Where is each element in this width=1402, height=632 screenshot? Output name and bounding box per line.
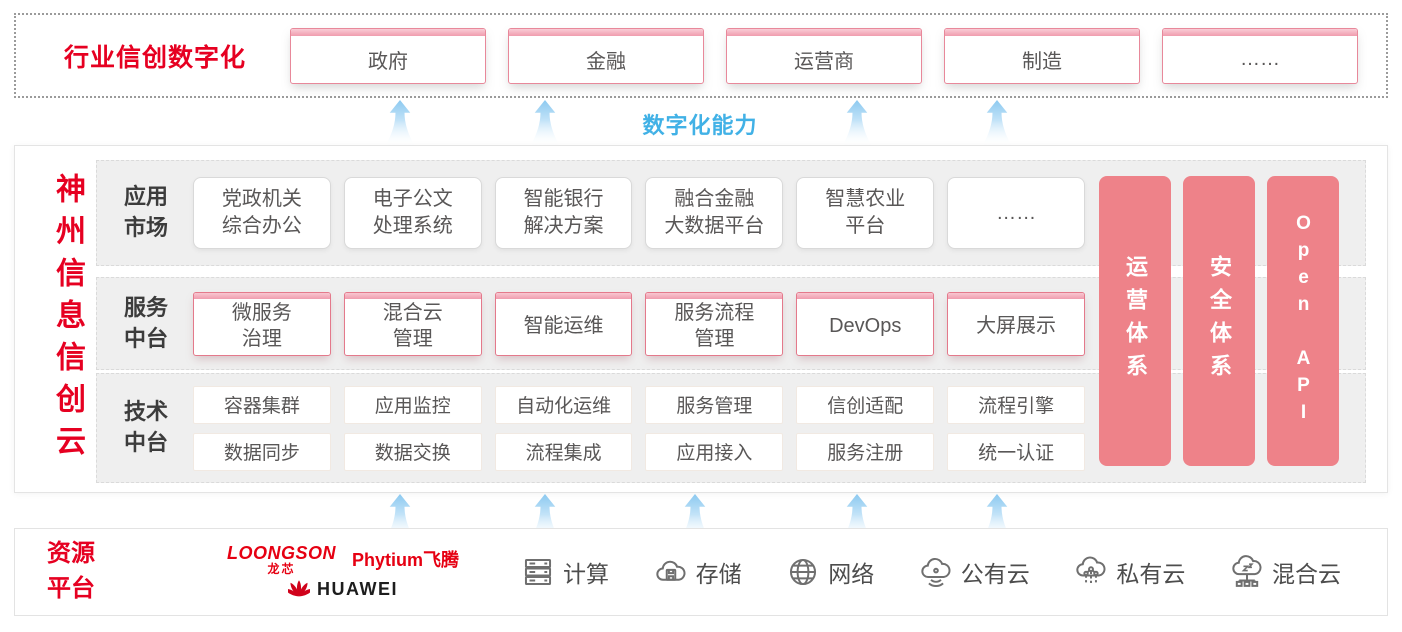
tech-box-service-registry: 服务注册 — [796, 432, 935, 471]
public-cloud-icon — [921, 557, 951, 588]
loongson-logo-cn: 龙芯 — [267, 562, 296, 576]
cloud-platform-title: 神州信息信创云 — [51, 173, 84, 467]
app-box-edoc-system: 电子公文 处理系统 — [343, 177, 482, 249]
resource-platform-panel: 资源 平台 LOONGSON 龙芯 Phytium飞腾 — [14, 528, 1388, 616]
phytium-logo-text: Phytium飞腾 — [352, 550, 460, 570]
svc-box-service-process-mgmt: 服务流程 管理 — [645, 291, 784, 356]
tech-box-data-sync: 数据同步 — [193, 432, 331, 471]
private-cloud-icon — [1076, 556, 1106, 584]
network-globe-icon — [790, 558, 817, 586]
compute-server-icon — [524, 558, 552, 586]
resource-item-label: 计算 — [563, 561, 609, 587]
layer-app-market-label: 应用 市场 — [123, 184, 168, 240]
app-box-smart-agriculture: 智慧农业 平台 — [796, 177, 935, 249]
loongson-logo-text: LOONGSON — [226, 543, 336, 563]
sector-row: 政府 金融 运营商 制造 …… — [290, 27, 1358, 84]
vendor-logos-bottom: HUAWEI — [288, 578, 398, 600]
resource-item-label: 存储 — [695, 561, 742, 587]
tech-box-process-engine: 流程引擎 — [947, 385, 1085, 424]
industry-band: 行业信创数字化 政府 金融 运营商 制造 …… — [14, 13, 1388, 98]
layer-tech-platform-label: 技术 中台 — [123, 399, 168, 455]
tech-grid-top: 容器集群 应用监控 自动化运维 服务管理 信创适配 流程引擎 — [193, 385, 1085, 424]
pillar-operation-system: 运营体系 — [1099, 176, 1171, 466]
layer-app-market: 应用 市场 党政机关 综合办公 电子公文 处理系统 智能银行 解决方案 融合金融… — [96, 160, 1366, 266]
tech-box-data-exchange: 数据交换 — [343, 432, 482, 471]
svc-box-intelligent-ops: 智能运维 — [494, 291, 633, 356]
resource-platform-label: 资源 平台 — [47, 540, 95, 602]
up-arrow-icon — [978, 100, 1016, 146]
resource-item-storage: 存储 — [654, 555, 742, 589]
layer-tech-platform: 技术 中台 容器集群 应用监控 自动化运维 服务管理 信创适配 流程引擎 数据同… — [96, 373, 1366, 483]
hybrid-cloud-icon — [1232, 555, 1262, 587]
sector-box-more: …… — [1162, 27, 1358, 84]
storage-cloud-icon — [655, 560, 686, 581]
sector-box-operator: 运营商 — [726, 27, 922, 84]
resource-item-hybrid-cloud: 混合云 — [1230, 555, 1341, 589]
resource-item-network: 网络 — [786, 555, 874, 589]
resource-item-label: 私有云 — [1116, 561, 1186, 587]
resource-item-private-cloud: 私有云 — [1074, 555, 1185, 589]
tech-box-app-access: 应用接入 — [645, 432, 784, 471]
loongson-logo: LOONGSON 龙芯 — [227, 544, 336, 575]
huawei-logo-text: HUAWEI — [317, 578, 398, 599]
svc-box-hybrid-cloud-mgmt: 混合云 管理 — [343, 291, 482, 356]
tech-box-unified-auth: 统一认证 — [947, 432, 1085, 471]
tech-box-xinchuang-adaptation: 信创适配 — [796, 385, 935, 424]
service-platform-boxes: 微服务 治理 混合云 管理 智能运维 服务流程 管理 DevOps 大屏展示 — [193, 291, 1085, 356]
app-market-boxes: 党政机关 综合办公 电子公文 处理系统 智能银行 解决方案 融合金融 大数据平台… — [193, 177, 1085, 249]
svc-box-devops: DevOps — [796, 291, 935, 356]
layer-service-platform: 服务 中台 微服务 治理 混合云 管理 智能运维 服务流程 管理 DevOps … — [96, 277, 1366, 370]
pillar-open-api: Open API — [1267, 176, 1339, 466]
resource-item-label: 混合云 — [1271, 561, 1341, 587]
sector-box-manufacturing: 制造 — [944, 27, 1140, 84]
pillar-security-system: 安全体系 — [1183, 176, 1255, 466]
tech-grid-bottom: 数据同步 数据交换 流程集成 应用接入 服务注册 统一认证 — [193, 432, 1085, 471]
tech-platform-boxes: 容器集群 应用监控 自动化运维 服务管理 信创适配 流程引擎 数据同步 数据交换… — [193, 385, 1085, 471]
app-box-finance-bigdata: 融合金融 大数据平台 — [645, 177, 784, 249]
up-arrow-icon — [838, 100, 876, 146]
cloud-platform-panel: 神州信息信创云 应用 市场 党政机关 综合办公 电子公文 处理系统 智能银行 解… — [14, 145, 1388, 493]
huawei-flower-icon — [288, 580, 310, 597]
layer-service-platform-label: 服务 中台 — [123, 294, 168, 351]
app-box-gov-office: 党政机关 综合办公 — [193, 177, 331, 249]
tech-box-container-cluster: 容器集群 — [193, 385, 331, 424]
resource-item-label: 公有云 — [960, 561, 1030, 587]
up-arrow-icon — [526, 100, 564, 146]
sector-box-government: 政府 — [290, 27, 486, 84]
resource-item-public-cloud: 公有云 — [919, 555, 1030, 589]
resource-item-label: 网络 — [828, 561, 875, 587]
capability-label: 数字化能力 — [642, 113, 758, 138]
industry-band-title: 行业信创数字化 — [64, 43, 247, 72]
up-arrow-icon — [381, 100, 419, 146]
tech-box-app-monitoring: 应用监控 — [343, 385, 482, 424]
tech-box-service-mgmt: 服务管理 — [645, 385, 784, 424]
resource-items: 计算 存储 网络 — [521, 555, 1341, 589]
vendor-logos: LOONGSON 龙芯 Phytium飞腾 HUAWEI — [209, 544, 477, 600]
tech-box-automated-ops: 自动化运维 — [494, 385, 633, 424]
app-box-more: …… — [947, 177, 1085, 249]
tech-box-process-integration: 流程集成 — [494, 432, 633, 471]
svc-box-microservice-governance: 微服务 治理 — [193, 291, 331, 356]
resource-item-compute: 计算 — [521, 555, 609, 589]
sector-box-finance: 金融 — [508, 27, 704, 84]
vendor-logos-top: LOONGSON 龙芯 Phytium飞腾 — [227, 544, 459, 575]
svc-box-dashboard-display: 大屏展示 — [947, 291, 1085, 356]
app-box-smart-banking: 智能银行 解决方案 — [494, 177, 633, 249]
